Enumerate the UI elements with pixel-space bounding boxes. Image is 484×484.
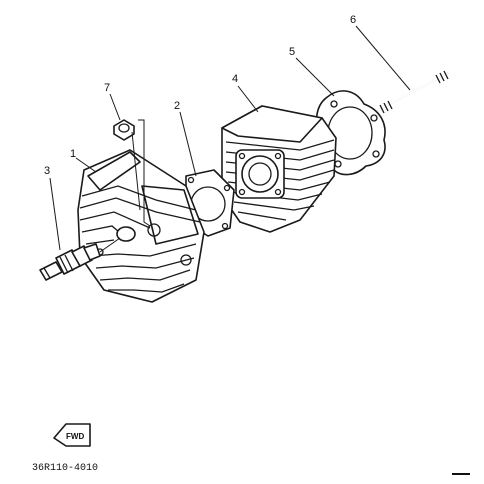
fwd-arrow-icon: FWD bbox=[53, 423, 91, 447]
callout-1: 1 bbox=[70, 148, 76, 160]
callout-5: 5 bbox=[289, 46, 295, 58]
cylinder-head[interactable] bbox=[77, 149, 205, 303]
callout-4: 4 bbox=[232, 73, 238, 85]
callout-3: 3 bbox=[44, 165, 50, 177]
callout-6: 6 bbox=[350, 14, 356, 26]
assembly-guide-lines bbox=[99, 119, 151, 253]
leader-lines bbox=[49, 25, 411, 251]
head-nut[interactable] bbox=[113, 119, 135, 141]
diagram-reference-code: 36R110-4010 bbox=[32, 463, 98, 474]
stud-bolt[interactable] bbox=[377, 70, 449, 114]
fwd-label: FWD bbox=[66, 432, 84, 441]
callout-2: 2 bbox=[174, 100, 180, 112]
callout-7: 7 bbox=[104, 82, 110, 94]
spark-plug[interactable] bbox=[39, 243, 101, 281]
cylinder[interactable] bbox=[221, 105, 337, 233]
